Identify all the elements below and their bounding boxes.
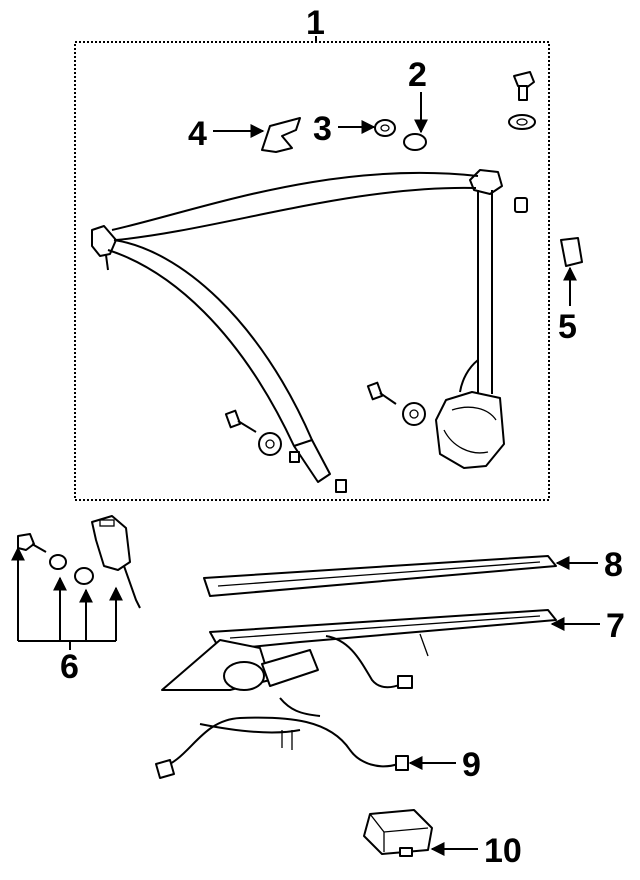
spacer-part <box>514 197 528 213</box>
callout-7: 7 <box>606 607 625 645</box>
lap-washer-part <box>258 432 282 456</box>
anchor-bolt-part <box>513 71 535 101</box>
anchor-washer-part <box>508 114 536 130</box>
control-module-part <box>363 809 433 857</box>
seat-belt-assembly <box>91 169 505 483</box>
callout-6-bracket <box>11 546 123 650</box>
buckle-nut-part <box>74 567 94 585</box>
callout-1: 1 <box>306 4 325 42</box>
trim-cover-part <box>261 117 301 153</box>
lap-bolt-part <box>224 409 257 433</box>
callout-4: 4 <box>188 115 207 153</box>
buckle-part <box>91 515 141 609</box>
nut-part <box>374 119 396 137</box>
retractor-bolt-part <box>366 381 397 405</box>
buckle-bolt-part <box>17 533 47 553</box>
callout-8: 8 <box>604 546 623 584</box>
callout-2: 2 <box>408 56 427 94</box>
retractor-washer-part <box>402 402 426 426</box>
callout-5: 5 <box>558 308 577 346</box>
callout-9: 9 <box>462 746 481 784</box>
clip-part <box>560 237 583 267</box>
lap-end-spacer-part <box>335 479 347 493</box>
lap-spacer-part <box>289 451 300 463</box>
buckle-washer-part <box>49 554 67 570</box>
callout-10: 10 <box>484 832 522 870</box>
wiring-harness-part <box>155 697 409 779</box>
power-rail-part <box>161 609 557 691</box>
callout-6: 6 <box>60 648 79 686</box>
assembly-1-group-box <box>74 41 550 501</box>
callout-3: 3 <box>313 110 332 148</box>
cap-part <box>403 133 427 151</box>
rail-cover-part <box>203 555 557 597</box>
